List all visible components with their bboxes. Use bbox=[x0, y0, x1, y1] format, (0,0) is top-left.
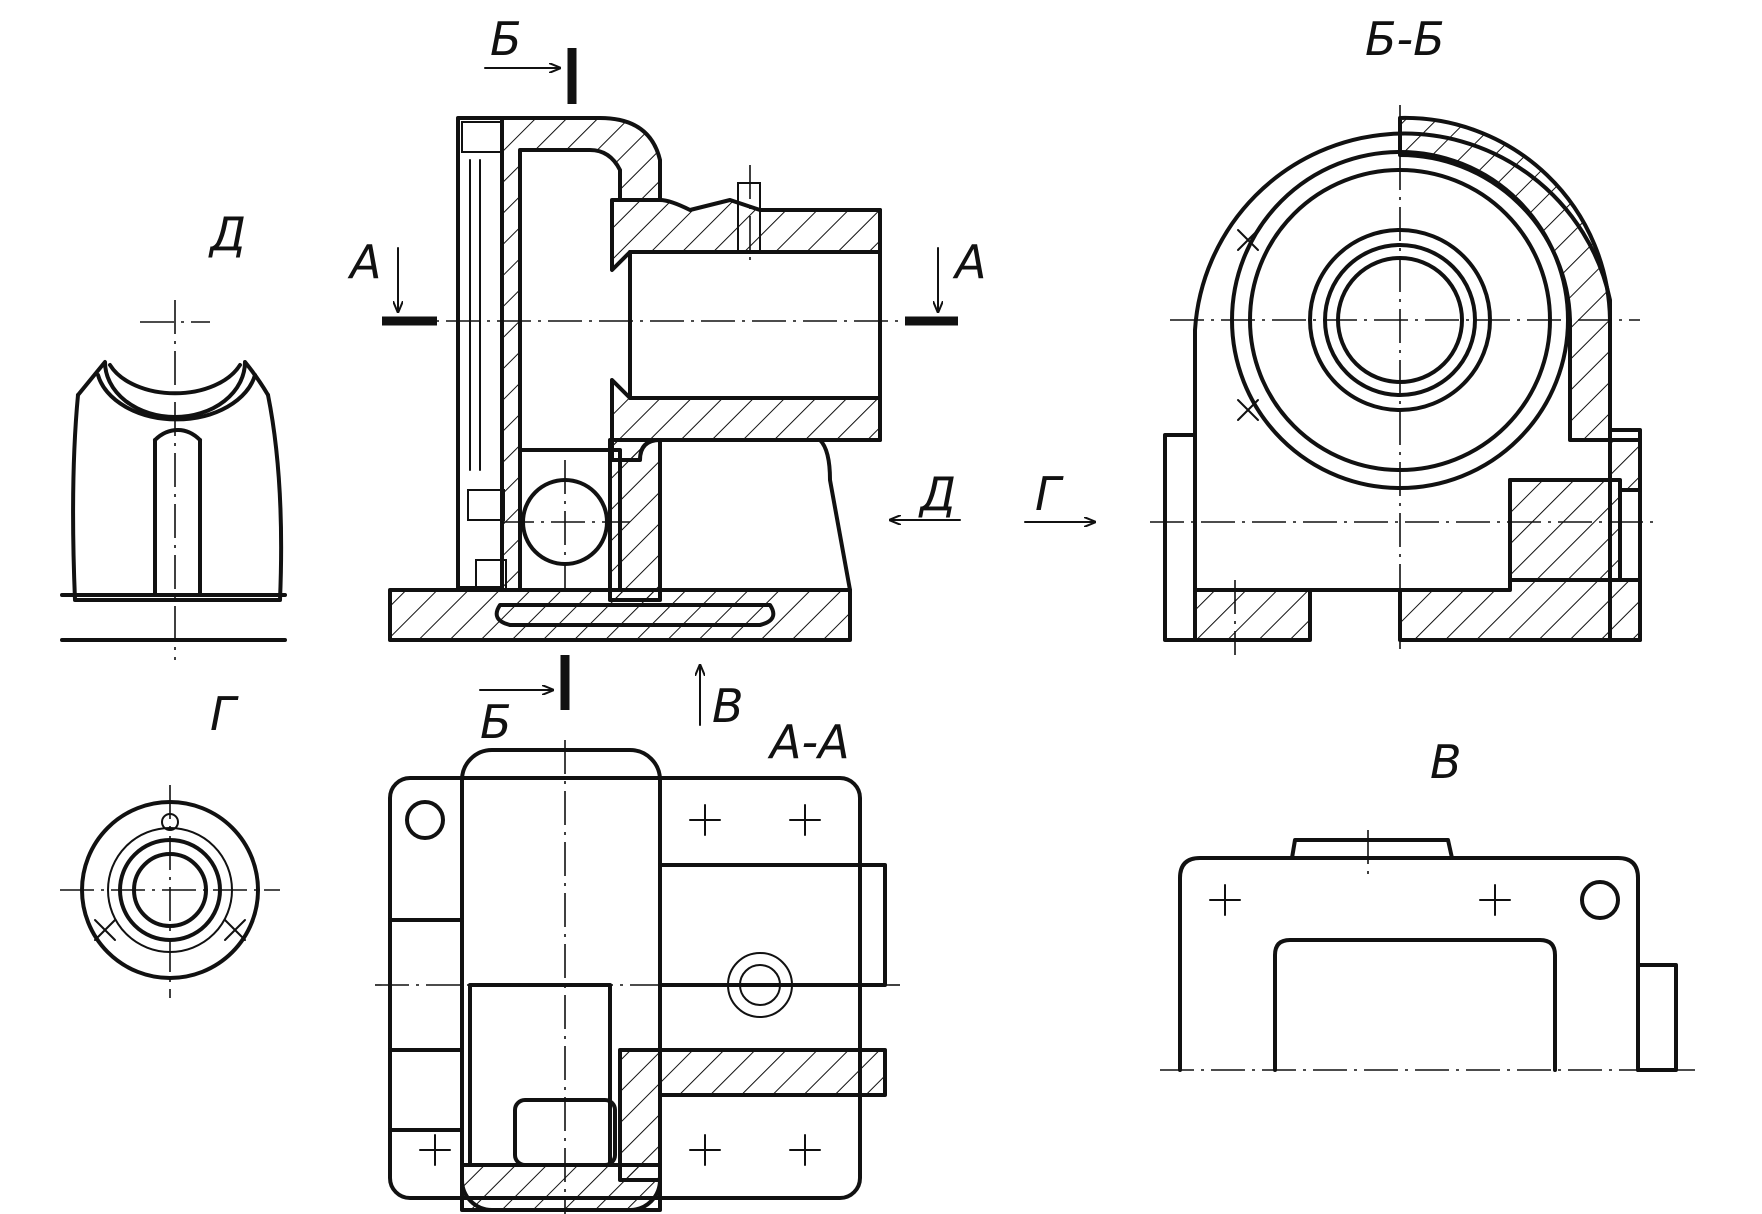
cut-label-a-left: А bbox=[347, 235, 381, 289]
section-bb: Б-Б bbox=[1150, 12, 1660, 655]
view-g-title: Г bbox=[210, 687, 239, 741]
view-d: Д bbox=[60, 207, 287, 660]
arrow-label-g: Г bbox=[1035, 467, 1064, 521]
view-d-title: Д bbox=[208, 207, 246, 261]
aa-crosses bbox=[419, 804, 821, 1166]
arrow-label-v: В bbox=[712, 679, 744, 733]
view-v: В bbox=[1160, 735, 1695, 1072]
arrow-label-d: Д bbox=[918, 467, 956, 521]
view-v-title: В bbox=[1430, 735, 1462, 789]
section-bb-title: Б-Б bbox=[1365, 12, 1445, 66]
view-g: Г bbox=[60, 687, 280, 998]
cut-label-b-top: Б bbox=[490, 12, 522, 66]
cut-label-b-bottom: Б bbox=[480, 695, 512, 749]
main-section-view: А А Б Б В Д Г bbox=[347, 12, 1096, 749]
section-aa: А-А bbox=[375, 715, 900, 1214]
cut-label-a-right: А bbox=[952, 235, 986, 289]
section-aa-title: А-А bbox=[767, 715, 850, 769]
